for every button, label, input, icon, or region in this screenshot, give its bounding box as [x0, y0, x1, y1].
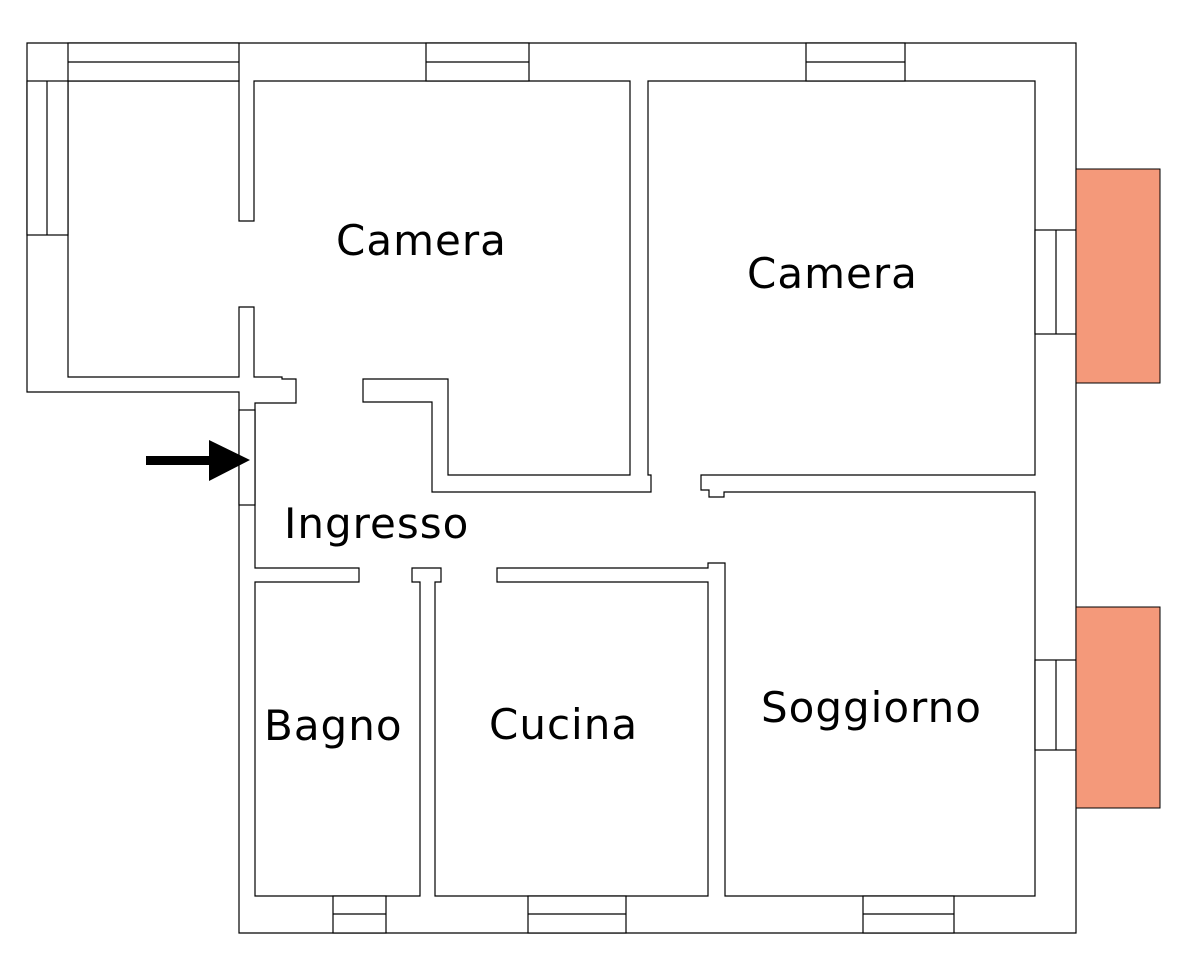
- room-label-camera-2: Camera: [747, 249, 918, 298]
- window-right-1: [1034, 229, 1077, 335]
- room-label-soggiorno: Soggiorno: [761, 683, 982, 732]
- room-label-camera-1: Camera: [336, 216, 507, 265]
- window-bottom-3: [862, 895, 955, 934]
- balcony-lower: [1075, 606, 1161, 809]
- arrow-right-icon: [146, 440, 250, 481]
- window-bottom-1: [332, 895, 387, 934]
- window-top-2: [425, 42, 530, 82]
- room-label-ingresso: Ingresso: [284, 499, 470, 548]
- room-label-cucina: Cucina: [489, 700, 639, 749]
- room-label-bagno: Bagno: [264, 701, 403, 750]
- window-right-2: [1034, 659, 1077, 751]
- window-bottom-2: [527, 895, 627, 934]
- window-top-1: [67, 42, 240, 82]
- walls: [26, 42, 1077, 934]
- balcony-upper: [1075, 168, 1161, 384]
- window-left: [26, 80, 69, 236]
- window-top-3: [805, 42, 906, 82]
